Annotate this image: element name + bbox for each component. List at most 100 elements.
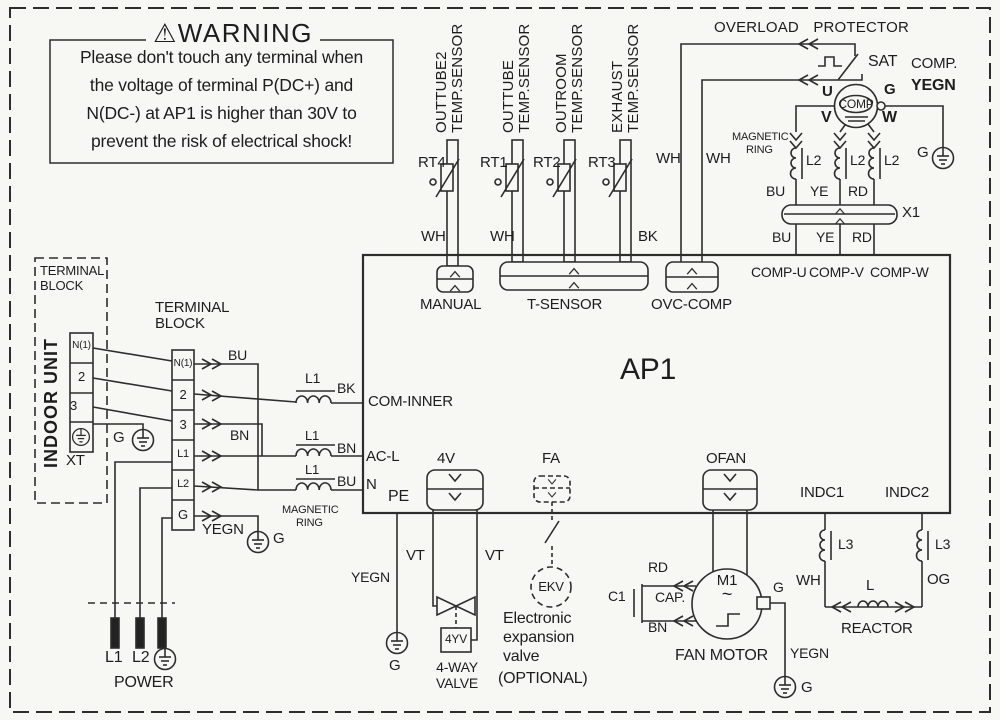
magnetic-ring-label: MAGNETIC: [732, 131, 789, 143]
power-l1-label: L1: [105, 649, 123, 666]
terminal-block: [92, 347, 363, 554]
sensor-name: TEMP.SENSOR: [449, 23, 466, 133]
wire-color: WH: [796, 572, 821, 589]
indc2-label: INDC2: [885, 484, 930, 501]
ground-label: G: [917, 144, 929, 161]
wire-color: WH: [656, 150, 681, 167]
motor-g-terminal: [756, 596, 771, 610]
overload-protector: [680, 38, 863, 263]
ekv-caption: valve: [503, 648, 540, 665]
ground-icon: [131, 428, 155, 452]
wire-color: WH: [490, 228, 515, 245]
wire-color: BN: [648, 619, 668, 635]
ekv-caption: Electronic: [503, 610, 572, 627]
wire-color: OG: [927, 571, 950, 588]
wire-color: YE: [810, 183, 829, 199]
ground-icon: [931, 146, 955, 170]
ofan-connector: [702, 469, 758, 511]
rt1-id: RT1: [480, 154, 508, 171]
capacitor-label: CAP.: [655, 589, 686, 605]
sensor-label-rt4: OUTTUBE2 TEMP.SENSOR: [433, 23, 466, 133]
comp-terminal-v: V: [821, 109, 832, 126]
ground-label: G: [773, 579, 784, 595]
manual-label: MANUAL: [420, 296, 482, 313]
comp-terminal-u: U: [822, 83, 833, 100]
motor-ground-wire: [770, 602, 786, 676]
wire-color: YEGN: [790, 645, 829, 661]
fan-motor: [633, 510, 797, 699]
magnetic-ring-label: MAGNETIC: [282, 504, 339, 516]
wire-color: BK: [337, 380, 356, 396]
plug-pin: [110, 617, 120, 649]
ground-icon: [773, 675, 797, 699]
tb-cell: L2: [177, 478, 189, 490]
coil-label: L3: [838, 536, 854, 552]
protector-symbol: [716, 613, 740, 627]
coil-label: L2: [850, 152, 866, 168]
comp-wire-color: YEGN: [911, 77, 956, 94]
ekv-caption: expansion: [503, 629, 575, 646]
indoor-unit-label: INDOOR UNIT: [41, 338, 61, 468]
wire-color: YEGN: [202, 521, 244, 538]
ofan-label: OFAN: [706, 450, 747, 467]
wire-color: VT: [485, 547, 504, 564]
comp-u-label: COMP-U: [751, 264, 807, 280]
sat-heater: [818, 56, 842, 67]
fa-connector: [533, 475, 571, 503]
comp-w-label: COMP-W: [870, 264, 929, 280]
4yv-coil: [440, 627, 472, 653]
wire-color: BN: [337, 440, 357, 456]
xt-label: XT: [66, 452, 85, 469]
xt-cell: 3: [70, 398, 78, 413]
fa-label: FA: [542, 450, 560, 467]
magnetic-ring-label: RING: [296, 517, 323, 529]
wire-color: BU: [337, 473, 357, 489]
reactor: [818, 513, 929, 613]
sensor-name: TEMP.SENSOR: [569, 23, 586, 133]
motor-sine: ~: [721, 584, 733, 604]
sensor-name: OUTTUBE2: [433, 51, 450, 133]
sensor-name: OUTTUBE: [500, 59, 517, 133]
ekv-valve: [530, 502, 572, 608]
compressor: [781, 83, 955, 255]
plug-pin: [135, 617, 145, 649]
comp-label: COMP: [838, 97, 874, 111]
temp-sensors: [429, 139, 633, 267]
coil-label: L2: [806, 152, 822, 168]
pe-ground: [385, 513, 409, 655]
tb-block-label: BLOCK: [155, 315, 205, 332]
valve-caption: VALVE: [435, 675, 479, 691]
wire-color: YE: [816, 229, 835, 245]
tb-cell: 2: [179, 387, 187, 402]
indoor-block-label: BLOCK: [40, 278, 84, 293]
ac-l-label: AC-L: [366, 448, 400, 465]
power-l2-label: L2: [132, 649, 150, 666]
ovc-comp-label: OVC-COMP: [651, 296, 732, 313]
wire-color: RD: [852, 229, 872, 245]
wire-color: WH: [706, 150, 731, 167]
tb-cell: G: [178, 507, 188, 522]
4v-connector: [426, 469, 484, 511]
indoor-unit: [34, 257, 155, 504]
outer-border: [9, 7, 991, 713]
4v-label: 4V: [437, 450, 455, 467]
warning-line: N(DC-) at AP1 is higher than 30V to: [86, 103, 357, 123]
ground-label: G: [801, 679, 813, 696]
indc1-label: INDC1: [800, 484, 845, 501]
ap1-board: [361, 253, 952, 515]
sensor-label-rt2: OUTROOM TEMP.SENSOR: [553, 23, 586, 133]
wire-color: WH: [421, 228, 446, 245]
4yv-label: 4YV: [444, 632, 468, 646]
ekv-circle: [530, 566, 572, 608]
wire-color: RD: [848, 183, 868, 199]
t-sensor-label: T-SENSOR: [527, 296, 603, 313]
comp-wire-label: COMP.: [911, 55, 958, 72]
ground-label: G: [113, 429, 125, 446]
power-caption: POWER: [114, 674, 174, 691]
tb-cell: L1: [177, 448, 189, 460]
wire-color: BU: [772, 229, 792, 245]
ground-icon: [385, 631, 409, 655]
plug-pin: [157, 617, 167, 649]
